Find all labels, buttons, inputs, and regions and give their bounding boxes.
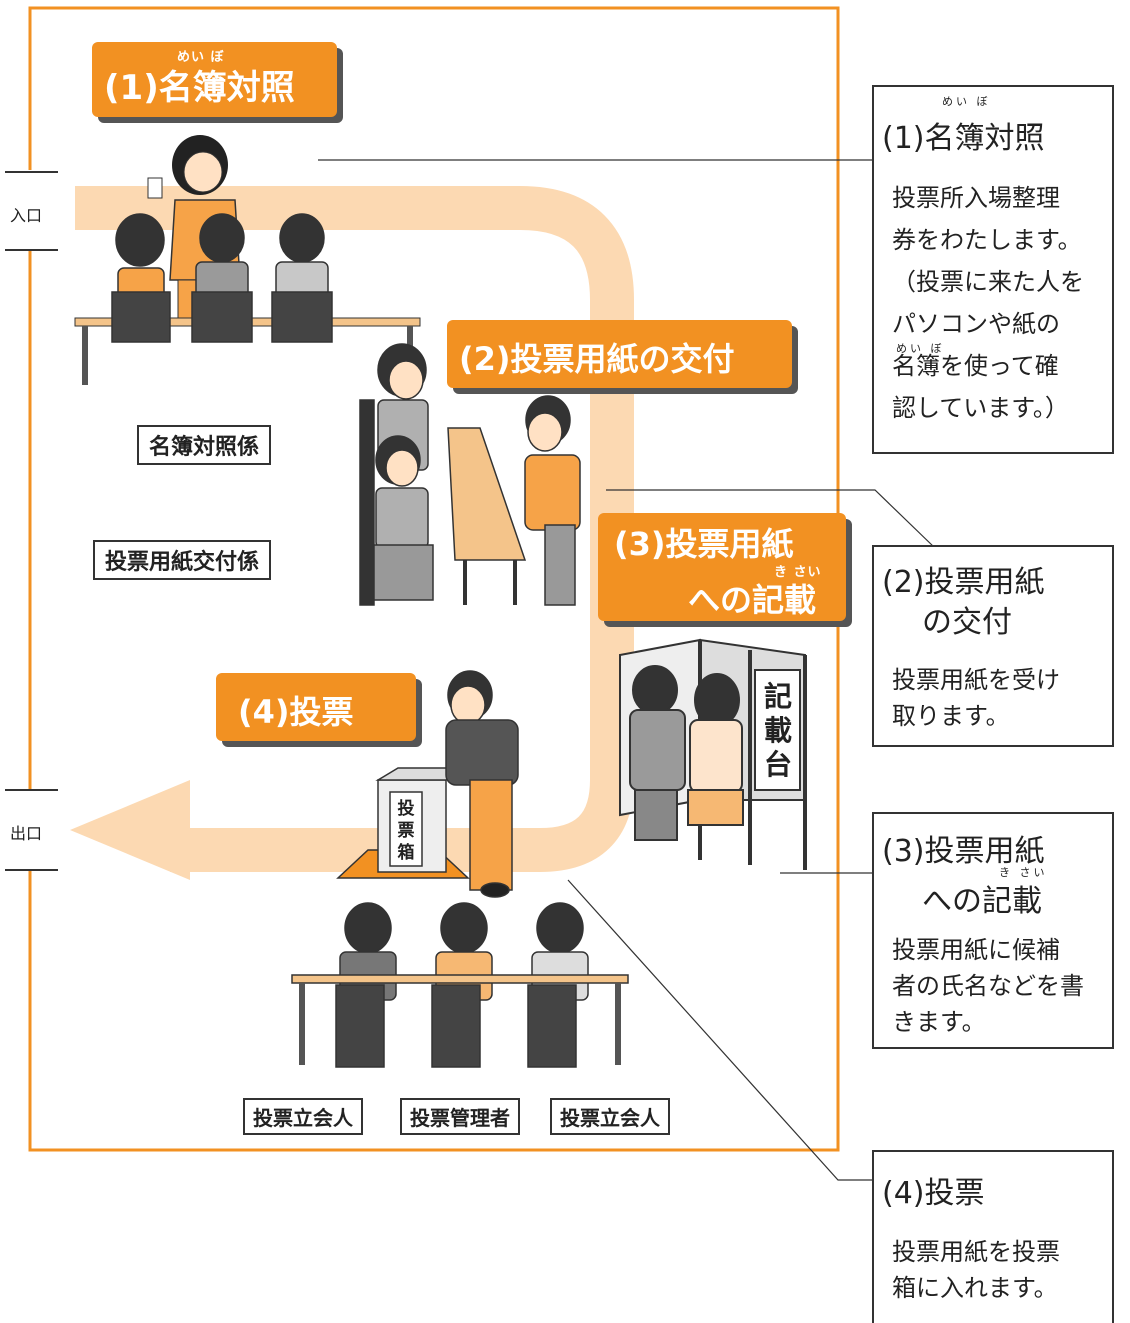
step4-title: (4)投票 [238,693,354,731]
role-witness-right: 投票立会人 [550,1098,670,1135]
info-line: （投票に来た人を [892,268,1084,296]
step1-banner: めい ぼ (1)名簿対照 [92,42,337,117]
role-meibo: 名簿対照係 [137,425,272,465]
info-line: 券をわたします。 [892,226,1082,254]
info-line: 投票用紙を受け [892,666,1060,694]
info-line: 者の氏名などを書 [892,972,1084,1000]
info-line: 名簿を使って確 [892,352,1059,380]
ballot-box-char: 箱 [397,843,415,863]
step3-title-line2: への記載 [688,581,817,619]
info-box-2-body: 投票用紙を受け 取ります。 [892,662,1060,734]
info-box-1-body: 投票所入場整理 券をわたします。 （投票に来た人を パソコンや紙の 名簿を使って… [892,177,1084,429]
meibo-scene [74,135,421,385]
info-box-3-body: 投票用紙に候補 者の氏名などを書 きます。 [892,932,1084,1040]
entrance-label: 入口 [10,206,43,225]
booth-sign: 記 載 台 [758,680,798,782]
info-line: きます。 [892,1008,986,1036]
info-box-4-body: 投票用紙を投票 箱に入れます。 [892,1234,1060,1306]
info-box-2-title-line2: の交付 [922,605,1012,640]
ballot-box-char: 投 [397,799,415,819]
voting-booth [619,638,807,870]
leader-lines [318,159,936,1181]
step1-title: (1)名簿対照 [104,68,295,108]
ballot-box-char: 票 [397,821,415,841]
info-box-1-inline-ruby: めい ぼ [896,342,945,355]
ballot-box-label: 投 票 箱 [392,798,420,864]
info-box-2: (2)投票用紙 の交付 投票用紙を受け 取ります。 [872,545,1114,747]
info-box-3-title-line2: への記載 [922,884,1042,919]
door-marks [5,171,58,871]
exit-label: 出口 [10,824,43,843]
step2-banner: (2)投票用紙の交付 [447,320,792,388]
info-box-1-title: (1)名簿対照 [882,121,1045,156]
witness-scene [291,902,629,1068]
booth-sign-char: 記 [763,680,792,713]
info-line: 投票用紙に候補 [892,936,1060,964]
info-line: 箱に入れます。 [892,1274,1058,1302]
info-box-4: (4)投票 投票用紙を投票 箱に入れます。 [872,1150,1114,1323]
booth-sign-char: 台 [763,748,792,781]
role-witness-left: 投票立会人 [243,1098,363,1135]
role-manager: 投票管理者 [400,1098,520,1135]
step3-ruby: き さい [774,565,822,580]
ballot-box-scene [336,670,519,898]
info-line: 取ります。 [892,702,1010,730]
step2-title: (2)投票用紙の交付 [459,340,735,378]
info-line: 投票所入場整理 [892,184,1060,212]
booth-sign-char: 載 [763,714,792,747]
info-box-1: めい ぼ (1)名簿対照 投票所入場整理 券をわたします。 （投票に来た人を パ… [872,85,1114,454]
info-line: パソコンや紙の [892,310,1060,338]
step4-banner: (4)投票 [216,673,416,741]
info-box-3-title-line1: (3)投票用紙 [882,834,1045,869]
info-box-1-ruby: めい ぼ [942,95,991,108]
info-box-3: (3)投票用紙 き さい への記載 投票用紙に候補 者の氏名などを書 きます。 [872,812,1114,1049]
info-box-3-ruby: き さい [999,866,1048,879]
info-box-2-title-line1: (2)投票用紙 [882,565,1045,600]
info-line: 投票用紙を投票 [892,1238,1060,1266]
role-koufu: 投票用紙交付係 [93,540,272,580]
info-box-4-title: (4)投票 [882,1176,985,1211]
step3-banner: (3)投票用紙 き さい への記載 [598,513,846,621]
step3-title-line1: (3)投票用紙 [614,525,794,563]
info-line: 認しています。） [892,394,1069,422]
flow-path [75,186,634,872]
koufu-scene [359,343,581,606]
step1-ruby: めい ぼ [177,50,225,65]
exit-arrow [70,780,190,880]
